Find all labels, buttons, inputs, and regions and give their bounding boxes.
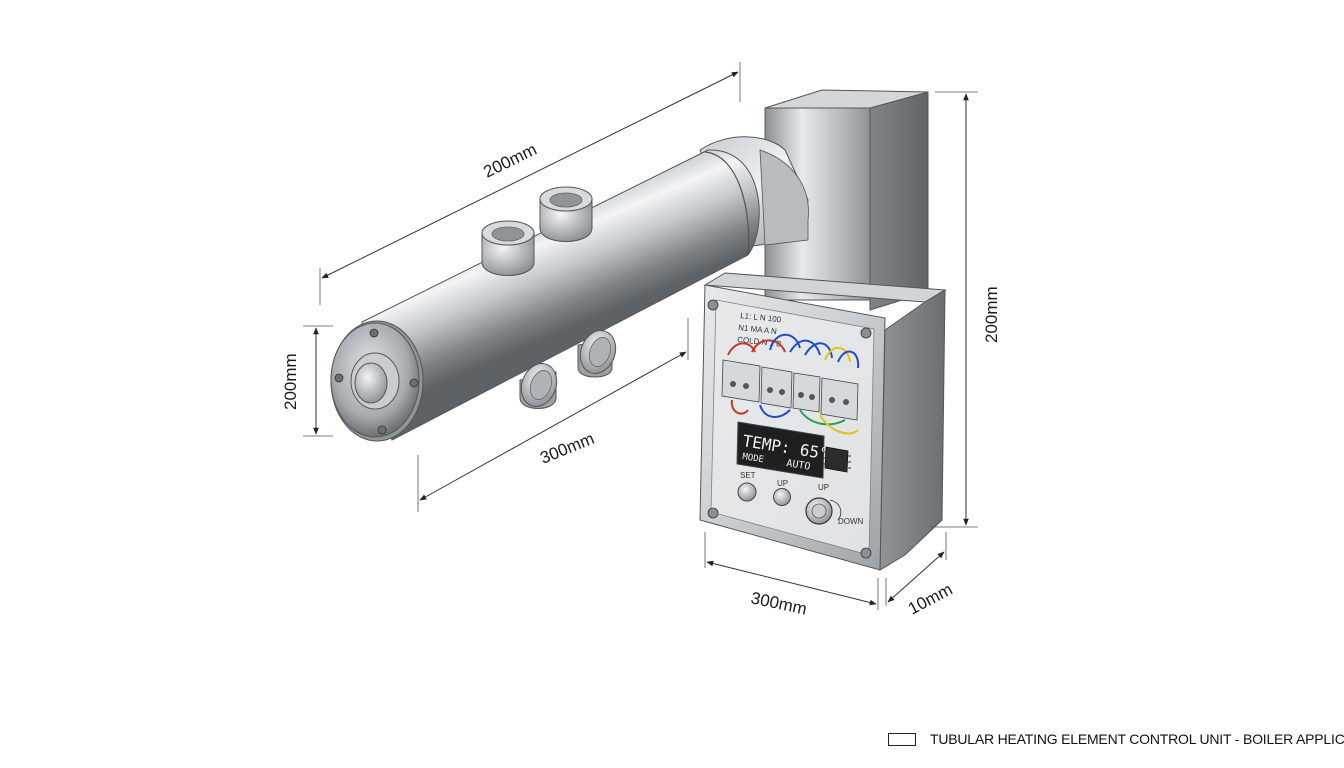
box-screw-icon	[707, 507, 719, 519]
box-screw-icon	[860, 547, 872, 559]
dim-label-pipe-lower: 300mm	[537, 429, 597, 468]
terminal-label-1: L1: L N 100	[740, 311, 782, 324]
heating-element-pipe	[330, 149, 760, 442]
box-screw-icon	[860, 327, 872, 339]
dim-label-height: 200mm	[982, 286, 1001, 343]
cap-bolt-icon	[369, 328, 379, 338]
dim-label-box-depth: 10mm	[905, 580, 956, 619]
cap-bolt-icon	[409, 378, 419, 388]
control-box: L1: L N 100 N1 MA A N COLD N 1 B	[699, 272, 947, 571]
display-auto: AUTO	[786, 458, 812, 473]
knob-label-down: DOWN	[838, 517, 864, 526]
lcd-display: TEMP: 65°C MODE AUTO	[736, 421, 839, 479]
terminal-label-2: N1 MA A N	[738, 323, 778, 336]
display-mode: MODE	[742, 452, 765, 465]
vertical-duct	[764, 89, 929, 311]
up-button[interactable]	[773, 488, 791, 506]
button-label-set: SET	[740, 471, 756, 480]
dim-label-pipe-diameter: 200mm	[281, 353, 300, 410]
set-button[interactable]	[737, 482, 757, 502]
wiring	[727, 333, 860, 435]
caption-text: TUBULAR HEATING ELEMENT CONTROL UNIT - B…	[930, 731, 1344, 747]
box-screw-icon	[707, 299, 719, 311]
dimension-pipe-diameter: 200mm	[281, 325, 333, 437]
chip-icon	[823, 446, 851, 473]
figure-caption: TUBULAR HEATING ELEMENT CONTROL UNIT - B…	[888, 731, 1344, 747]
terminal-block	[721, 359, 859, 421]
button-label-up-2: UP	[818, 483, 829, 492]
knob-arrow-icon	[829, 499, 842, 521]
top-boss-1	[481, 220, 535, 276]
dimension-height: 200mm	[930, 91, 1001, 528]
dim-label-box-width: 300mm	[749, 588, 808, 618]
cap-bolt-icon	[377, 425, 387, 435]
button-label-up-1: UP	[777, 479, 788, 488]
pipe-end-cap	[330, 320, 424, 442]
dim-label-pipe-length: 200mm	[480, 140, 539, 182]
cap-bolt-icon	[334, 373, 344, 383]
caption-legend-box	[888, 732, 916, 746]
top-boss-2	[539, 186, 593, 242]
